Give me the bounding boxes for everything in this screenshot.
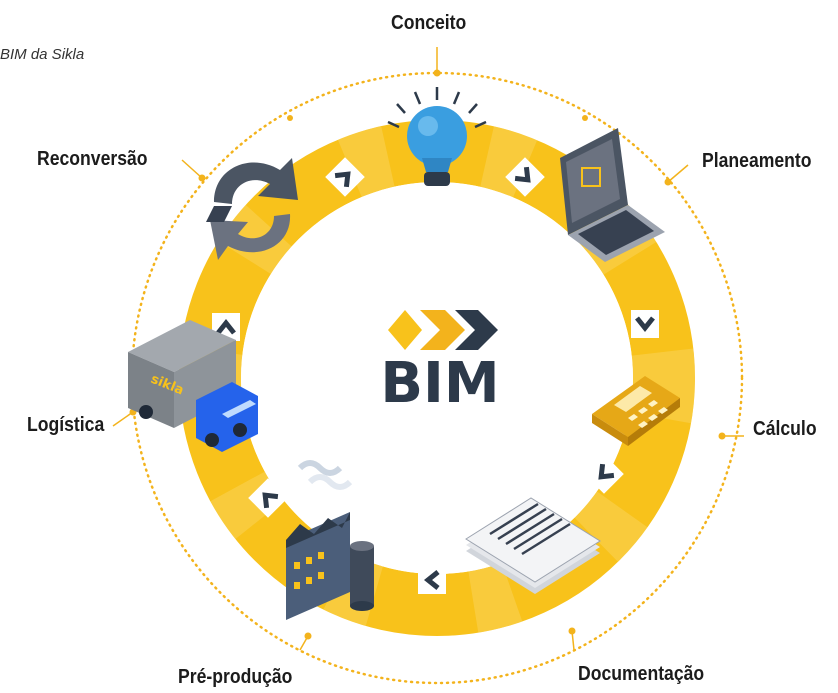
recycle-arrows-icon (206, 158, 298, 260)
outer-dotted-ring (130, 71, 744, 685)
ring-center (241, 182, 633, 574)
caption: BIM da Sikla (0, 46, 85, 63)
stage-label-calculo: Cálculo (753, 418, 817, 440)
bim-logo: BIM (380, 310, 500, 416)
documents-icon (465, 497, 601, 594)
stage-label-logistica: Logística (27, 414, 105, 436)
bim-logo-text: BIM (380, 351, 499, 416)
lightbulb-icon (387, 87, 487, 186)
truck-icon: sikla (128, 320, 258, 452)
laptop-icon (560, 128, 665, 262)
factory-icon (286, 460, 374, 620)
stage-label-pre-producao: Pré-produção (178, 666, 293, 688)
stage-label-conceito: Conceito (391, 12, 467, 34)
stage-label-planeamento: Planeamento (702, 150, 812, 172)
stage-label-reconversao: Reconversão (37, 148, 148, 170)
calculator-icon (592, 376, 680, 446)
orbit-dots (129, 69, 726, 640)
stage-label-documentacao: Documentação (578, 663, 705, 685)
